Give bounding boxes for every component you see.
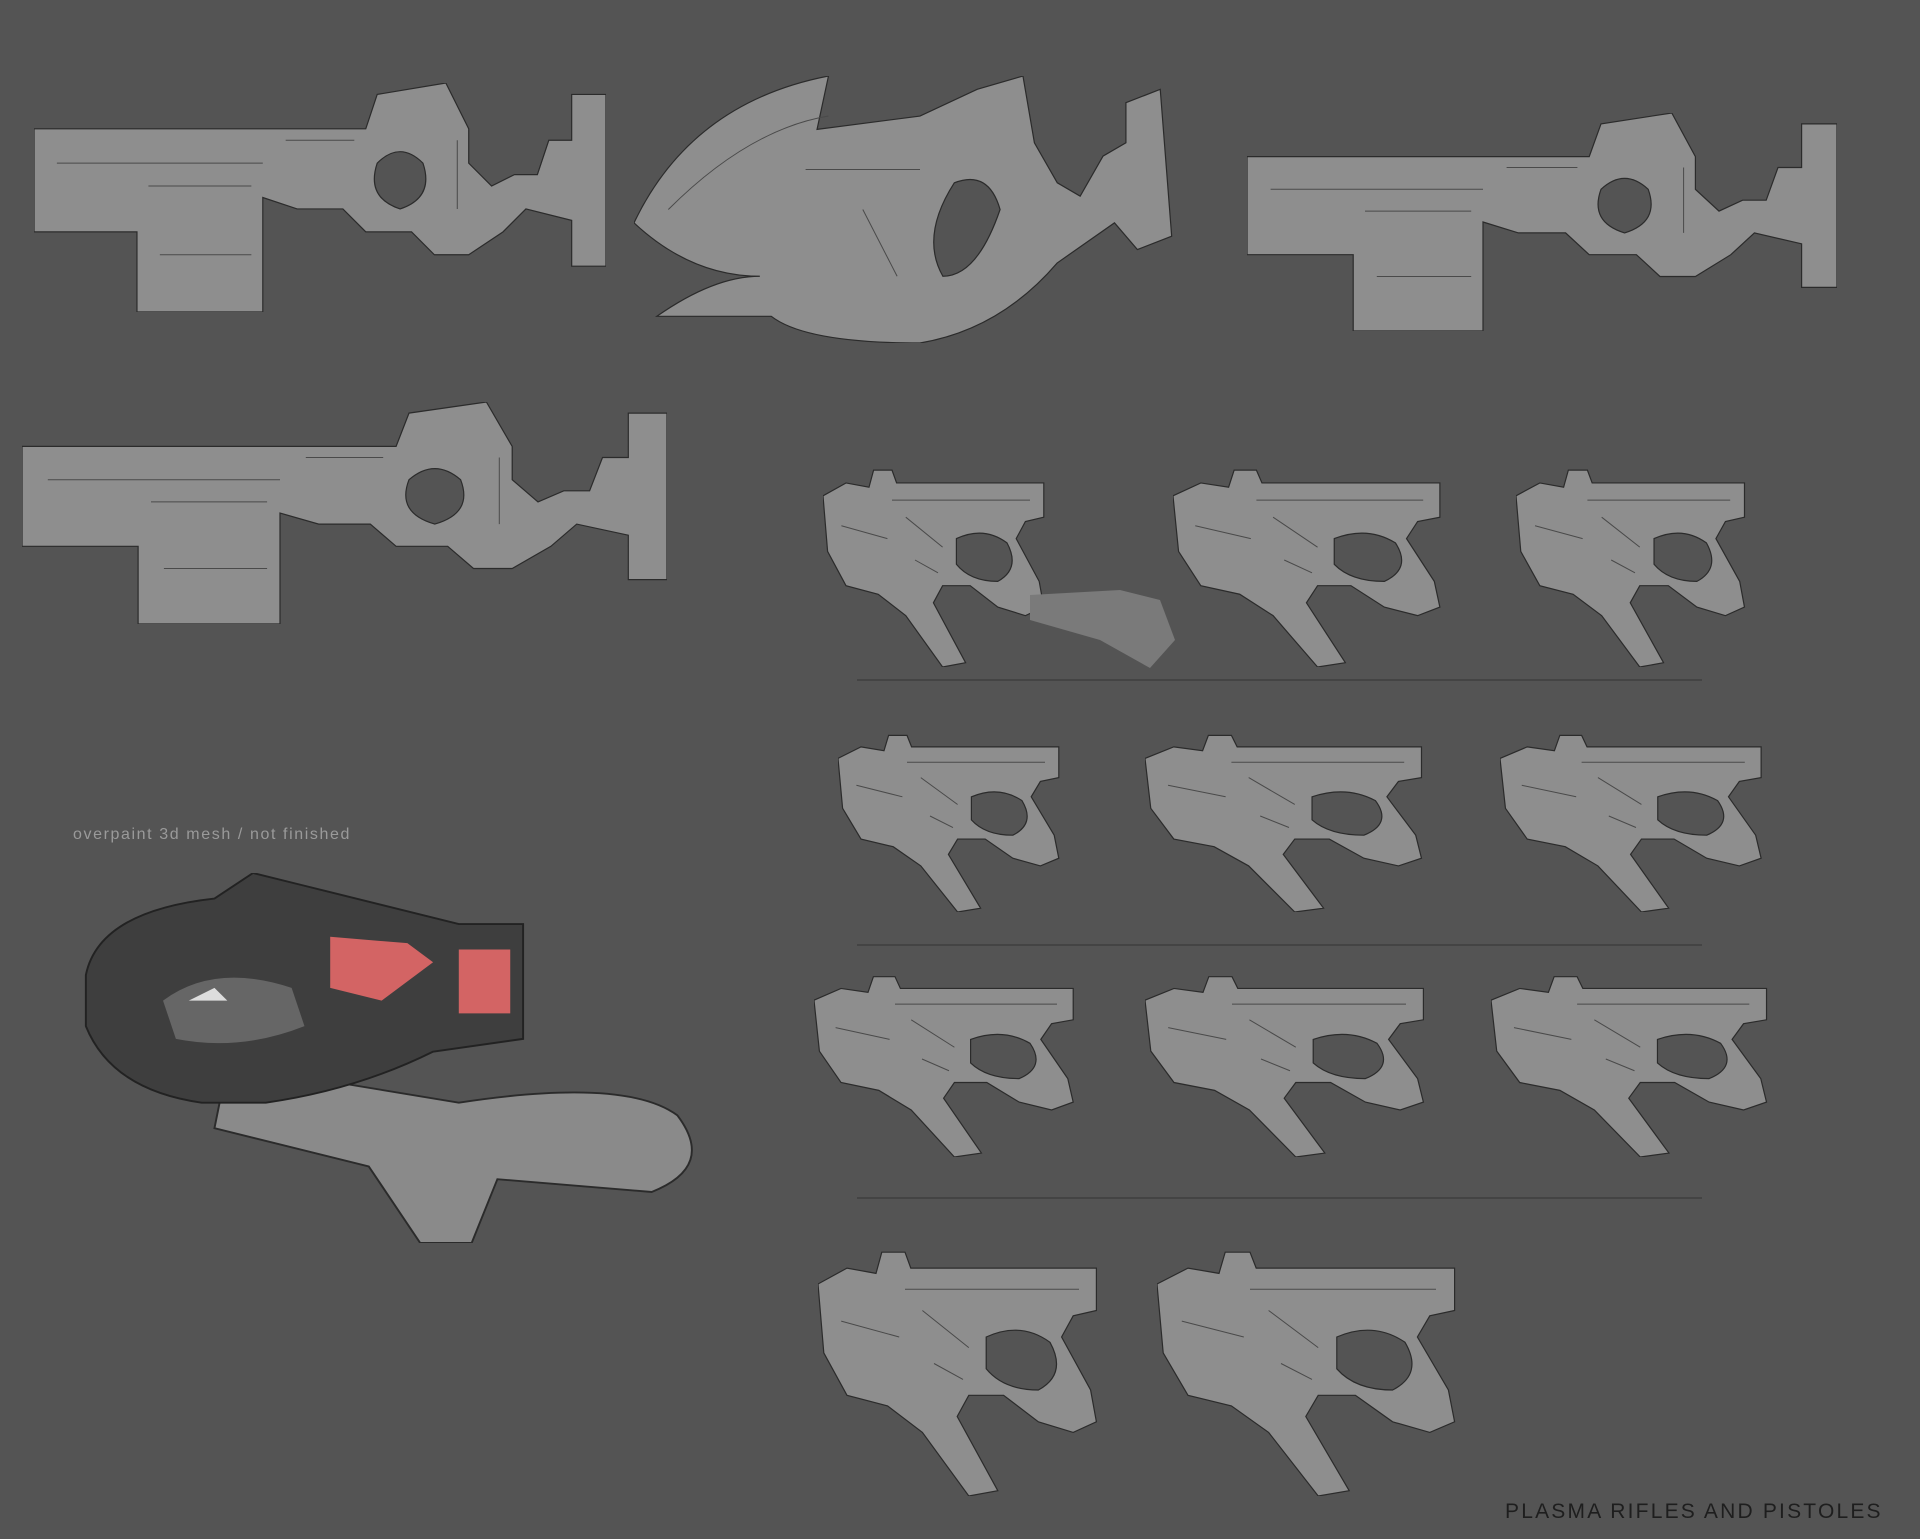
rifle-sketch-4 — [22, 402, 667, 624]
pistol-sketch-2-3 — [1500, 733, 1763, 912]
pistol-sketch-2-2 — [1145, 733, 1424, 912]
pistol-sketch-1-1 — [823, 468, 1046, 667]
pistol-sketch-4-2 — [1157, 1250, 1457, 1496]
pistol-sketch-1-3 — [1516, 468, 1746, 667]
pistol-ghost-silhouette — [1030, 590, 1175, 668]
pistol-sketch-3-2 — [1145, 974, 1426, 1157]
rifle-sketch-3 — [1247, 113, 1837, 331]
overpaint-3d-mesh-pistol — [84, 873, 693, 1243]
pistol-sketch-1-2 — [1173, 468, 1442, 667]
rifle-sketch-2 — [634, 76, 1172, 343]
overpaint-caption: overpaint 3d mesh / not finished — [73, 826, 352, 843]
sheet-title: PLASMA RIFLES AND PISTOLES — [1505, 1500, 1883, 1523]
rifle-sketch-1 — [34, 83, 606, 312]
pistol-sketch-2-1 — [838, 733, 1061, 912]
pistol-sketch-4-1 — [818, 1250, 1099, 1496]
pistol-sketch-3-3 — [1491, 974, 1769, 1157]
pistol-sketch-3-1 — [814, 975, 1075, 1157]
